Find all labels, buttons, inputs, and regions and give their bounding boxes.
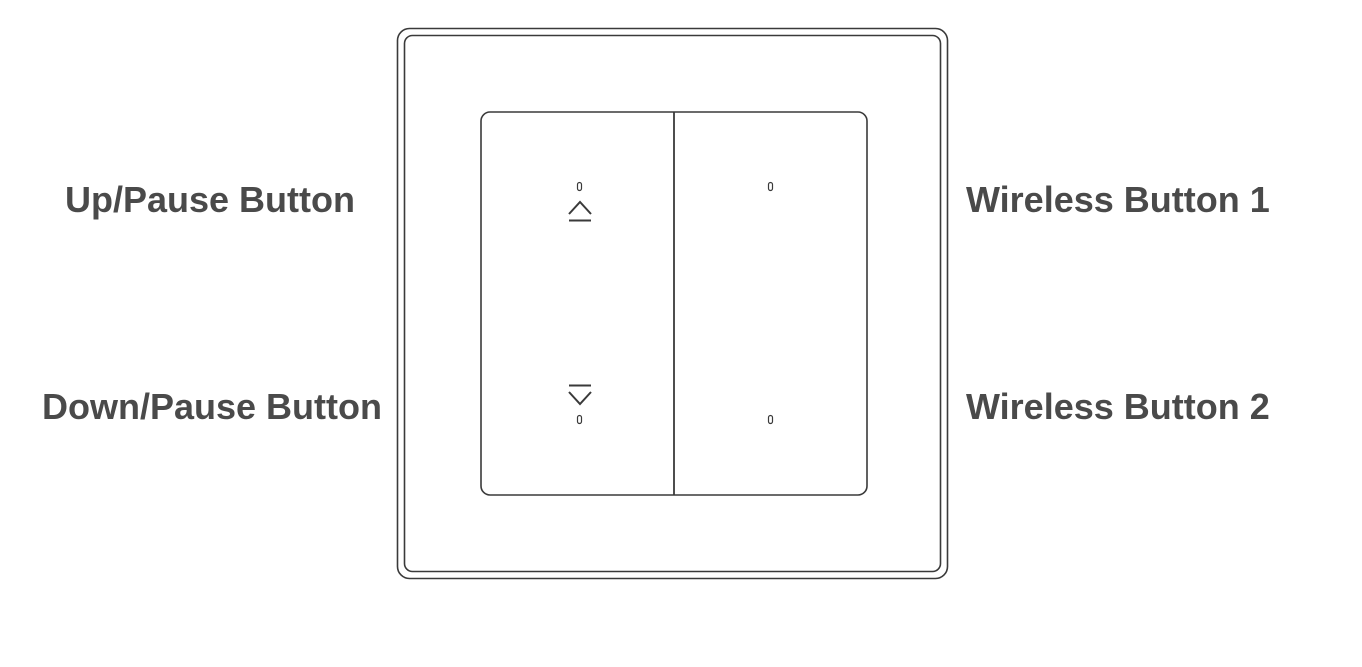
indicator-led-icon xyxy=(767,414,774,425)
wireless-button-1-label: Wireless Button 1 xyxy=(966,179,1270,220)
wireless-button-1[interactable] xyxy=(675,113,866,303)
up-pause-button-label: Up/Pause Button xyxy=(64,179,355,220)
wireless-button-2[interactable] xyxy=(675,304,866,494)
wireless-button-2-label: Wireless Button 2 xyxy=(966,386,1270,427)
indicator-led-icon xyxy=(767,181,774,192)
eject-up-icon xyxy=(568,200,592,222)
down-pause-button-label: Down/Pause Button xyxy=(42,386,382,427)
indicator-led-icon xyxy=(576,414,583,425)
up-pause-button[interactable] xyxy=(482,113,673,303)
indicator-led-icon xyxy=(576,181,583,192)
switch-inner-frame xyxy=(403,34,942,573)
down-pause-button[interactable] xyxy=(482,304,673,494)
eject-down-icon xyxy=(568,384,592,406)
